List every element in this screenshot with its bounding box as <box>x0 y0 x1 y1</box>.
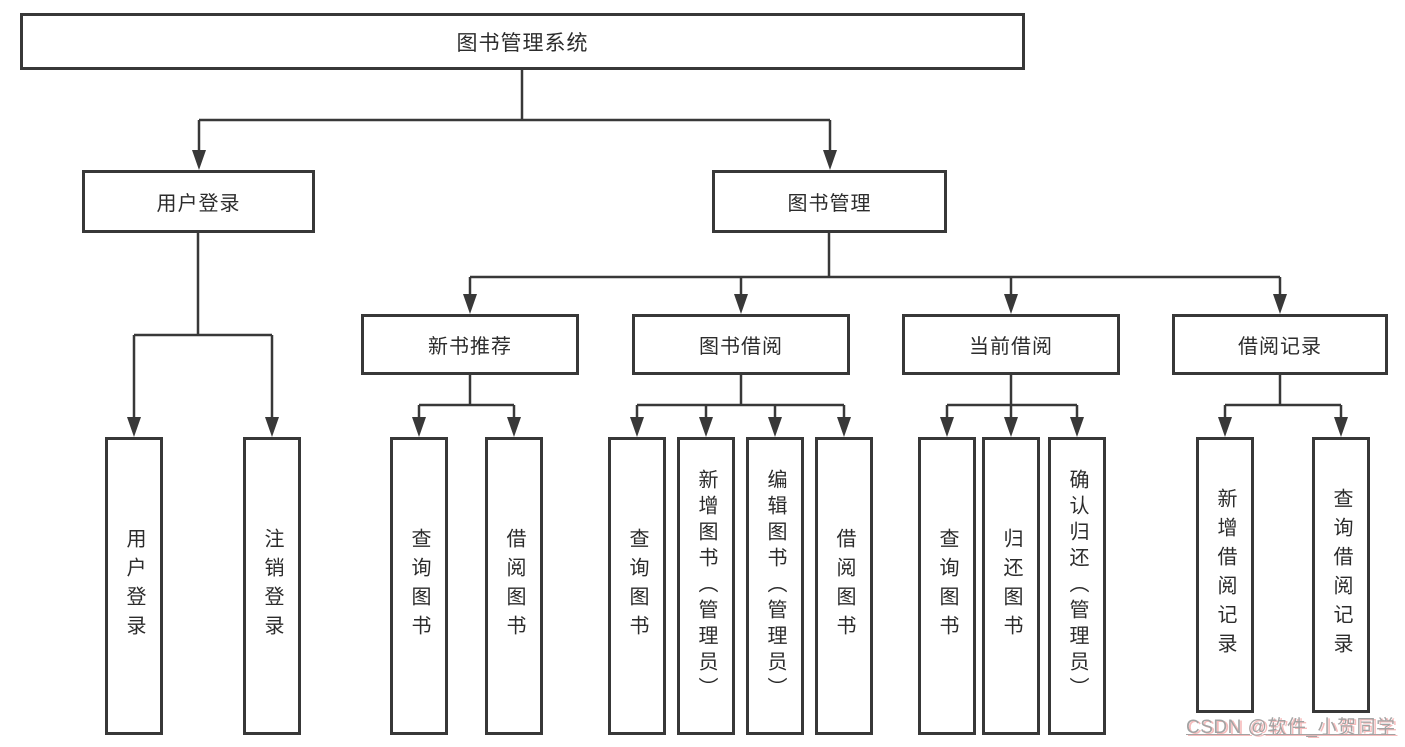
leaf-confirm-return: 确认归还（管理员） <box>1048 437 1106 735</box>
leaf-query-books-2: 查询图书 <box>608 437 666 735</box>
arrow-down-icon <box>630 417 644 437</box>
edge-book-borrow-to-leaves <box>630 375 851 437</box>
leaf-add-borrow-record-label: 新增借阅记录 <box>1214 488 1236 662</box>
node-book-mgmt: 图书管理 <box>712 170 947 233</box>
arrow-down-icon <box>1004 417 1018 437</box>
leaf-confirm-return-label: 确认归还（管理员） <box>1066 469 1088 703</box>
leaf-query-books-1: 查询图书 <box>390 437 448 735</box>
node-book-borrow-label: 图书借阅 <box>699 336 783 358</box>
leaf-query-books-1-label: 查询图书 <box>408 528 430 644</box>
arrow-down-icon <box>1070 417 1084 437</box>
leaf-query-books-2-label: 查询图书 <box>626 528 648 644</box>
node-root-label: 图书管理系统 <box>456 31 589 55</box>
leaf-query-books-3: 查询图书 <box>918 437 976 735</box>
edge-book-mgmt-to-level3 <box>463 233 1287 314</box>
arrow-down-icon <box>940 417 954 437</box>
leaf-borrow-books-2-label: 借阅图书 <box>833 528 855 644</box>
arrow-down-icon <box>823 150 837 170</box>
node-user-login: 用户登录 <box>82 170 315 233</box>
leaf-add-book-label: 新增图书（管理员） <box>695 469 717 703</box>
leaf-edit-book-label: 编辑图书（管理员） <box>764 469 786 703</box>
leaf-add-book: 新增图书（管理员） <box>677 437 735 735</box>
leaf-return-book-label: 归还图书 <box>1000 528 1022 644</box>
edge-current-borrow-to-leaves <box>940 375 1084 437</box>
edge-new-book-rec-to-leaves <box>412 375 521 437</box>
leaf-return-book: 归还图书 <box>982 437 1040 735</box>
node-new-book-rec: 新书推荐 <box>361 314 579 375</box>
leaf-logout: 注销登录 <box>243 437 301 735</box>
arrow-down-icon <box>699 417 713 437</box>
leaf-borrow-books-1: 借阅图书 <box>485 437 543 735</box>
leaf-query-books-3-label: 查询图书 <box>936 528 958 644</box>
node-user-login-label: 用户登录 <box>156 193 241 215</box>
leaf-add-borrow-record: 新增借阅记录 <box>1196 437 1254 713</box>
arrow-down-icon <box>1004 294 1018 314</box>
node-borrow-records-label: 借阅记录 <box>1238 336 1322 358</box>
arrow-down-icon <box>412 417 426 437</box>
arrow-down-icon <box>1334 417 1348 437</box>
node-new-book-rec-label: 新书推荐 <box>428 336 512 358</box>
node-current-borrow-label: 当前借阅 <box>969 336 1053 358</box>
node-root: 图书管理系统 <box>20 13 1025 70</box>
leaf-query-borrow-record: 查询借阅记录 <box>1312 437 1370 713</box>
arrow-down-icon <box>265 417 279 437</box>
arrow-down-icon <box>1218 417 1232 437</box>
leaf-query-borrow-record-label: 查询借阅记录 <box>1330 488 1352 662</box>
leaf-user-login: 用户登录 <box>105 437 163 735</box>
csdn-watermark-text: CSDN @软件_小贺同学 <box>1186 717 1396 738</box>
edge-user-login-to-leaves <box>127 233 279 437</box>
leaf-edit-book: 编辑图书（管理员） <box>746 437 804 735</box>
arrow-down-icon <box>768 417 782 437</box>
node-current-borrow: 当前借阅 <box>902 314 1120 375</box>
arrow-down-icon <box>837 417 851 437</box>
arrow-down-icon <box>1273 294 1287 314</box>
node-book-borrow: 图书借阅 <box>632 314 850 375</box>
arrow-down-icon <box>192 150 206 170</box>
arrow-down-icon <box>734 294 748 314</box>
leaf-user-login-label: 用户登录 <box>123 528 145 644</box>
edge-borrow-records-to-leaves <box>1218 375 1348 437</box>
leaf-logout-label: 注销登录 <box>261 528 283 644</box>
leaf-borrow-books-2: 借阅图书 <box>815 437 873 735</box>
arrow-down-icon <box>463 294 477 314</box>
leaf-borrow-books-1-label: 借阅图书 <box>503 528 525 644</box>
csdn-watermark: CSDN @软件_小贺同学 <box>1186 712 1395 739</box>
arrow-down-icon <box>127 417 141 437</box>
node-borrow-records: 借阅记录 <box>1172 314 1388 375</box>
edge-root-to-level2 <box>192 70 837 170</box>
arrow-down-icon <box>507 417 521 437</box>
node-book-mgmt-label: 图书管理 <box>787 193 872 215</box>
